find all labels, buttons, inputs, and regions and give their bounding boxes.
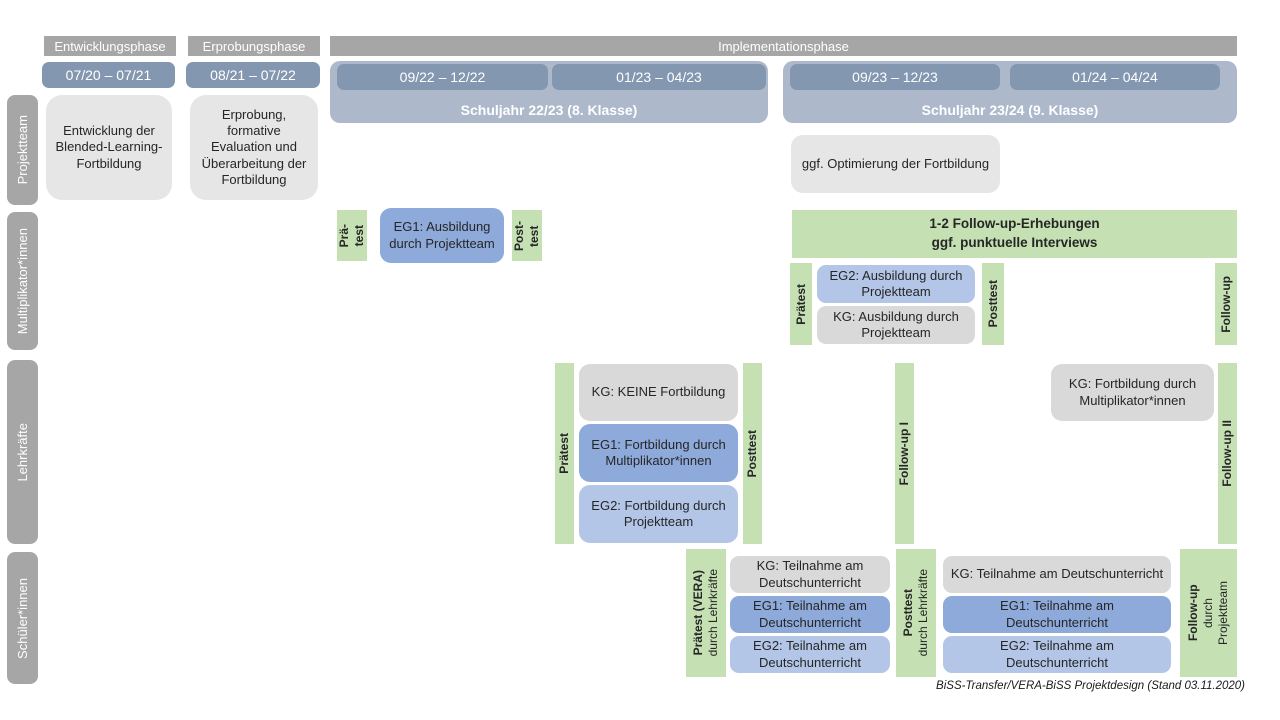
row-label-schueler: Schüler*innen xyxy=(7,552,38,684)
box-kg-keine-fortbildung: KG: KEINE Fortbildung xyxy=(579,364,738,421)
bar-followup-2-lehrkraefte: Follow-up II xyxy=(1218,363,1237,544)
box-eg2-teilnahme-1: EG2: Teilnahme am Deutschunterricht xyxy=(730,636,890,673)
bar-praetest-vera-schueler-text: Prätest (VERA) durch Lehrkräfte xyxy=(691,569,721,656)
box-eg2-teilnahme-2: EG2: Teilnahme am Deutschunterricht xyxy=(943,636,1171,673)
period-erprobung: 08/21 – 07/22 xyxy=(186,62,320,88)
phase-header-implementation: Implementationsphase xyxy=(330,36,1237,56)
row-label-multiplikatoren: Multiplikator*innen xyxy=(7,212,38,350)
box-kg-teilnahme-2: KG: Teilnahme am Deutschunterricht xyxy=(943,556,1171,593)
period-impl-1: 09/22 – 12/22 xyxy=(337,64,548,90)
diagram-caption: BiSS-Transfer/VERA-BiSS Projektdesign (S… xyxy=(936,680,1245,692)
bar-praetest-multiplikatoren-1-text: Prä- test xyxy=(337,223,366,248)
phase-header-erprobung: Erprobungsphase xyxy=(188,36,320,56)
banner-followup-erhebungen: 1-2 Follow-up-Erhebungen ggf. punktuelle… xyxy=(792,210,1237,258)
bar-posttest-multiplikatoren-2-text: Posttest xyxy=(985,280,1000,328)
row-label-projektteam: Projektteam xyxy=(7,95,38,205)
posttest-schueler-line2: durch Lehrkräfte xyxy=(916,569,930,657)
bar-followup-2-lehrkraefte-text: Follow-up II xyxy=(1220,420,1234,487)
bar-posttest-lehrkraefte-text: Posttest xyxy=(745,429,759,478)
row-label-lehrkraefte-text: Lehrkräfte xyxy=(15,422,30,482)
box-eg2-fortbildung: EG2: Fortbildung durch Projektteam xyxy=(579,485,738,543)
period-entwicklung: 07/20 – 07/21 xyxy=(42,62,175,88)
bar-posttest-multiplikatoren-1-text: Post- test xyxy=(512,220,541,251)
period-impl-4: 01/24 – 04/24 xyxy=(1010,64,1220,90)
box-kg-fortbildung-multiplikatoren: KG: Fortbildung durch Multiplikator*inne… xyxy=(1051,364,1214,421)
bar-praetest-lehrkraefte: Prätest xyxy=(555,363,574,544)
bar-followup-multiplikatoren: Follow-up xyxy=(1215,263,1237,345)
bar-posttest-lehrkraefte: Posttest xyxy=(743,363,762,544)
followup-schueler-line2: durch Projektteam xyxy=(1201,580,1230,646)
period-impl-2: 01/23 – 04/23 xyxy=(552,64,766,90)
box-kg-ausbildung: KG: Ausbildung durch Projektteam xyxy=(817,306,975,344)
bar-praetest-multiplikatoren-2: Prätest xyxy=(790,263,812,345)
bar-praetest-vera-schueler: Prätest (VERA) durch Lehrkräfte xyxy=(686,549,726,677)
box-eg1-ausbildung: EG1: Ausbildung durch Projektteam xyxy=(380,208,504,263)
box-eg2-ausbildung: EG2: Ausbildung durch Projektteam xyxy=(817,265,975,303)
box-eg1-fortbildung: EG1: Fortbildung durch Multiplikator*inn… xyxy=(579,424,738,482)
box-entwicklung-fortbildung: Entwicklung der Blended-Learning-Fortbil… xyxy=(46,95,172,200)
schuljahr-23-24-label: Schuljahr 23/24 (9. Klasse) xyxy=(921,102,1099,118)
bar-praetest-multiplikatoren-2-text: Prätest xyxy=(793,283,808,325)
box-eg1-teilnahme-1: EG1: Teilnahme am Deutschunterricht xyxy=(730,596,890,633)
row-label-multiplikatoren-text: Multiplikator*innen xyxy=(15,227,30,335)
row-label-lehrkraefte: Lehrkräfte xyxy=(7,360,38,544)
period-impl-3: 09/23 – 12/23 xyxy=(790,64,1000,90)
followup-schueler-line1: Follow-up xyxy=(1186,584,1200,642)
bar-posttest-multiplikatoren-2: Posttest xyxy=(982,263,1004,345)
phase-header-entwicklung: Entwicklungsphase xyxy=(44,36,176,56)
schuljahr-22-23-label: Schuljahr 22/23 (8. Klasse) xyxy=(460,102,638,118)
bar-followup-1-lehrkraefte: Follow-up I xyxy=(895,363,914,544)
box-erprobung-evaluation: Erprobung, formative Evaluation und Über… xyxy=(190,95,318,200)
bar-posttest-schueler-text: Posttest durch Lehrkräfte xyxy=(901,569,931,656)
bar-followup-schueler-text: Follow-up durch Projektteam xyxy=(1186,581,1231,645)
row-label-projektteam-text: Projektteam xyxy=(15,115,30,185)
praetest-vera-line2: durch Lehrkräfte xyxy=(706,569,720,657)
bar-praetest-multiplikatoren-1: Prä- test xyxy=(337,210,367,261)
row-label-schueler-text: Schüler*innen xyxy=(15,577,30,659)
posttest-schueler-line1: Posttest xyxy=(901,589,915,637)
box-optimierung-fortbildung: ggf. Optimierung der Fortbildung xyxy=(791,135,1000,193)
bar-followup-schueler: Follow-up durch Projektteam xyxy=(1180,549,1237,677)
box-kg-teilnahme-1: KG: Teilnahme am Deutschunterricht xyxy=(730,556,890,593)
bar-posttest-multiplikatoren-1: Post- test xyxy=(512,210,542,261)
praetest-vera-line1: Prätest (VERA) xyxy=(691,570,705,656)
bar-followup-1-lehrkraefte-text: Follow-up I xyxy=(897,421,911,486)
bar-followup-multiplikatoren-text: Follow-up xyxy=(1218,275,1233,333)
bar-praetest-lehrkraefte-text: Prätest xyxy=(557,433,571,474)
bar-posttest-schueler: Posttest durch Lehrkräfte xyxy=(896,549,936,677)
box-eg1-teilnahme-2: EG1: Teilnahme am Deutschunterricht xyxy=(943,596,1171,633)
